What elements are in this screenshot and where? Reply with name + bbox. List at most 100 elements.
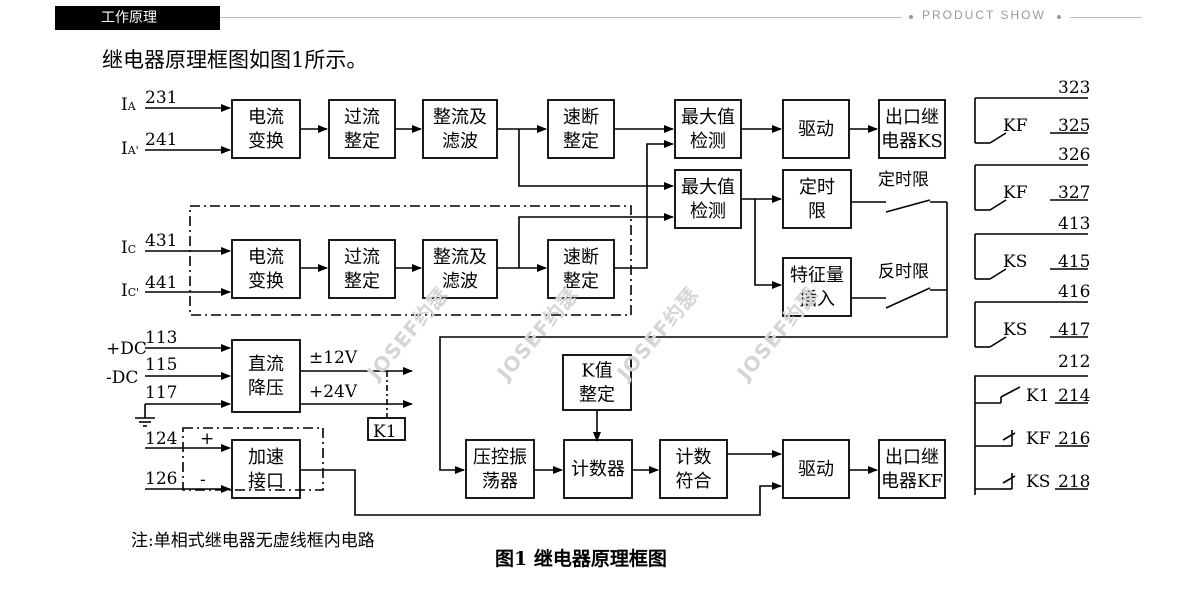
count-match-block [659,439,728,499]
vco-label: 荡器 [482,471,518,492]
max-mid-label: 最大值 [681,177,735,198]
definite-block [782,169,852,229]
dc-pos-label: +DC [106,339,147,359]
contact-name: K1 [1026,386,1050,406]
section-tab: 工作原理 [55,6,220,30]
contact-terminal-top: 326 [1058,145,1090,165]
brand-tag: PRODUCT SHOW [922,8,1046,22]
definite-time-switch [885,199,931,213]
quick-a-label: 速断 [563,107,599,128]
overcurrent-a-label: 过流 [344,107,380,128]
overcurrent-c-label: 整定 [344,271,380,292]
phase-c-dashed-frame [189,205,632,316]
rectify-c-label: 整流及 [433,247,487,268]
contact-terminal-top: 416 [1058,282,1090,302]
out-kf-label: 电器KF [881,471,943,492]
terminal-113: 113 [145,328,177,348]
terminal-117: 117 [145,383,177,403]
accel-minus-sign: - [200,470,206,490]
conv-a-label: 电流 [248,107,284,128]
terminal-231: 231 [145,88,177,108]
contact-terminal: 214 [1058,386,1090,406]
kvalue-label: 整定 [579,385,615,406]
contact-terminal-bottom: 415 [1058,252,1090,272]
out-ks-label: 出口继 [885,107,939,128]
rectify-c-label: 滤波 [442,271,478,292]
counter-label: 计数器 [571,459,625,480]
contact-name: KS [1003,252,1027,272]
max-top-label: 检测 [690,131,726,152]
intro-text: 继电器原理框图如图1所示。 [102,48,368,72]
accel-label: 加速 [248,447,284,468]
accel-label: 接口 [248,471,284,492]
terminal-241: 241 [145,130,177,150]
contact-terminal: 216 [1058,429,1090,449]
drive-bottom-label: 驱动 [798,459,834,480]
contact-terminal-top: 323 [1058,78,1090,98]
quick-c-block [547,239,615,299]
header-rule [220,17,902,18]
vco-block [465,439,535,499]
conv-c-label: 变换 [248,271,284,292]
contact-terminal-bottom: 417 [1058,320,1090,340]
k1-coil-label: K1 [373,422,397,442]
contact-name: KF [1003,116,1028,136]
vco-label: 压控振 [473,447,527,468]
overcurrent-a-label: 整定 [344,131,380,152]
out-ks-label: 电器KS [881,131,943,152]
section-label: 工作原理 [101,10,157,26]
out-ks-block [878,99,946,159]
v24-label: +24V [309,382,358,402]
count-match-label: 计数 [676,447,712,468]
contact-terminal-bottom: 325 [1058,116,1090,136]
terminal-431: 431 [145,231,177,251]
terminal-124: 124 [145,429,177,449]
conv-c-block [231,239,301,299]
dc-step-label: 降压 [248,378,284,399]
header-rule [1070,17,1142,18]
dc-neg-label: -DC [106,368,138,388]
accel-plus-sign: + [200,429,214,449]
contact-switch-icon [989,132,1007,144]
definite-time-label: 定时限 [878,170,929,190]
out-kf-block [878,439,946,499]
input-ia-label: IA [121,95,137,115]
v12-label: ±12V [309,348,358,368]
feature-label: 特征量 [790,265,844,286]
quick-c-label: 速断 [563,247,599,268]
rectify-a-label: 整流及 [433,107,487,128]
dc-step-label: 直流 [248,354,284,375]
diagram-note: 注:单相式继电器无虚线框内电路 [131,531,375,551]
contact-name: KF [1026,429,1051,449]
contact-switch-icon [989,336,1007,348]
max-top-label: 最大值 [681,107,735,128]
conv-a-label: 变换 [248,131,284,152]
rectify-c-block [422,239,498,299]
count-match-label: 符合 [676,471,712,492]
contact-switch-icon [989,268,1007,280]
figure-caption: 图1 继电器原理框图 [495,547,667,570]
contact-terminal-top: 413 [1058,214,1090,234]
contact-name: KS [1003,320,1027,340]
overcurrent-c-block [328,239,396,299]
rectify-a-label: 滤波 [442,131,478,152]
accel-dashed-frame [182,427,324,491]
out-kf-label: 出口继 [885,447,939,468]
definite-label: 限 [808,201,826,222]
contact-name: KF [1003,183,1028,203]
header-dot-icon [1057,15,1061,19]
quick-a-label: 整定 [563,131,599,152]
overcurrent-c-label: 过流 [344,247,380,268]
terminal-441: 441 [145,273,177,293]
terminal-126: 126 [145,469,177,489]
input-ia2-label: IA' [121,139,139,159]
terminal-115: 115 [145,355,177,375]
definite-label: 定时 [799,177,835,198]
kvalue-label: K值 [581,361,612,382]
inverse-time-switch [885,287,931,309]
header-dot-icon [909,15,913,19]
input-ic2-label: IC' [121,281,139,301]
inverse-time-label: 反时限 [878,262,929,282]
contact-rail [974,375,1088,495]
contact-terminal-top: 212 [1058,352,1090,372]
